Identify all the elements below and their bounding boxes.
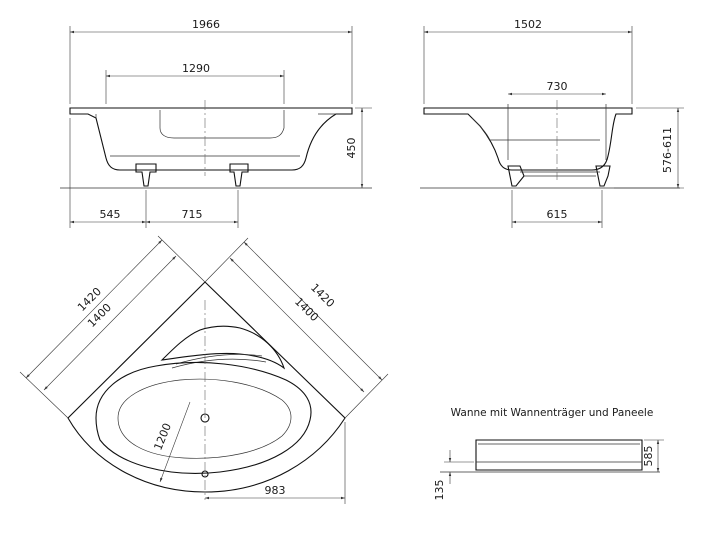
dim-drain-offset: 983 bbox=[265, 484, 286, 497]
dim-side-foot-spacing: 615 bbox=[547, 208, 568, 221]
dim-inner-radius: 1200 bbox=[151, 421, 174, 452]
dim-right-inner: 1400 bbox=[292, 295, 321, 324]
dim-foot-spacing: 715 bbox=[182, 208, 203, 221]
front-bath-inner bbox=[95, 110, 336, 139]
dim-overall-length: 1966 bbox=[192, 18, 220, 31]
side-foot-left bbox=[507, 165, 525, 187]
dim-line-left-inner bbox=[43, 255, 177, 391]
panel-caption: Wanne mit Wannenträger und Paneele bbox=[451, 407, 654, 419]
side-foot-right bbox=[595, 165, 611, 187]
side-bath-outline bbox=[423, 107, 633, 171]
side-view: 1502 730 576-611 615 bbox=[420, 18, 684, 228]
dim-line-left-outer bbox=[25, 239, 163, 379]
side-bath-inner bbox=[490, 104, 607, 160]
plan-bath-outline bbox=[67, 281, 346, 493]
dim-line-right-inner bbox=[229, 257, 365, 393]
plan-basin-inner bbox=[117, 378, 292, 459]
front-view: 1966 1290 450 545 715 bbox=[60, 18, 372, 228]
dim-basin-width: 730 bbox=[547, 80, 568, 93]
panel-view: Wanne mit Wannenträger und Paneele 585 1… bbox=[433, 407, 664, 501]
dim-foot-offset: 545 bbox=[100, 208, 121, 221]
front-foot-right bbox=[229, 163, 249, 187]
panel-rim bbox=[476, 443, 642, 463]
dim-height-range: 576-611 bbox=[661, 127, 674, 173]
dim-overall-width: 1502 bbox=[514, 18, 542, 31]
dim-line-radius bbox=[159, 401, 191, 483]
dim-basin-length: 1290 bbox=[182, 62, 210, 75]
dim-total-height: 585 bbox=[642, 446, 655, 467]
side-feet-frame bbox=[520, 171, 600, 177]
front-bath-outline bbox=[69, 107, 353, 171]
dim-plinth-height: 135 bbox=[433, 480, 446, 501]
panel-body bbox=[475, 439, 643, 471]
plan-view: 1200 1420 1400 1420 1400 983 bbox=[19, 235, 389, 504]
front-foot-left bbox=[135, 163, 157, 187]
dim-height: 450 bbox=[345, 138, 358, 159]
side-bath-rim-curve bbox=[471, 117, 491, 141]
